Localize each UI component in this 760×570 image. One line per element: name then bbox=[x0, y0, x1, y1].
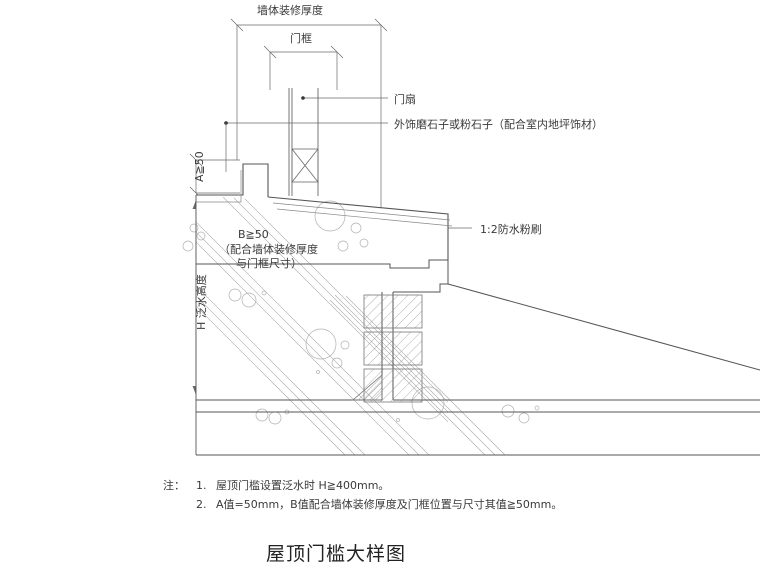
dim-label-b-note-line2: 与门框尺寸） bbox=[236, 257, 302, 270]
drawing-title: 屋顶门槛大样图 bbox=[266, 543, 407, 565]
concrete-hatch-diagonal bbox=[196, 195, 448, 455]
note-2-text: A值=50mm，B值配合墙体装修厚度及门框位置与尺寸其值≧50mm。 bbox=[216, 498, 563, 511]
annotation-waterproof-render: 1:2防水粉刷 bbox=[480, 223, 542, 236]
threshold-upstand-outline bbox=[196, 163, 449, 260]
dim-label-a-value: A≧50 bbox=[193, 151, 206, 182]
mortar-fillet-triangle bbox=[351, 374, 383, 401]
dim-label-b-value: B≧50 bbox=[238, 228, 269, 241]
dimension-left-a bbox=[189, 153, 240, 200]
concrete-slab-body bbox=[196, 164, 760, 455]
notes-prefix: 注： bbox=[163, 479, 185, 492]
dim-label-wall-finish-thickness: 墙体装修厚度 bbox=[257, 4, 323, 17]
door-frame-section bbox=[291, 148, 319, 183]
dimension-lines-top bbox=[230, 18, 388, 215]
annotation-door-leaf: 门扇 bbox=[394, 93, 416, 106]
annotation-terrazzo-finish: 外饰磨石子或粉石子（配合室内地坪饰材） bbox=[394, 118, 603, 131]
brick-course-blocks bbox=[363, 294, 423, 403]
dim-label-b-note-line1: （配合墙体装修厚度 bbox=[219, 243, 318, 256]
note-1-number: 1. bbox=[196, 479, 207, 492]
dim-label-h-height: H 泛水高度 bbox=[195, 274, 208, 330]
note-1-text: 屋顶门槛设置泛水时 H≧400mm。 bbox=[216, 479, 390, 492]
note-2-number: 2. bbox=[196, 498, 207, 511]
dim-label-door-frame: 门框 bbox=[290, 32, 312, 45]
waterproof-layer-lines bbox=[196, 170, 453, 227]
